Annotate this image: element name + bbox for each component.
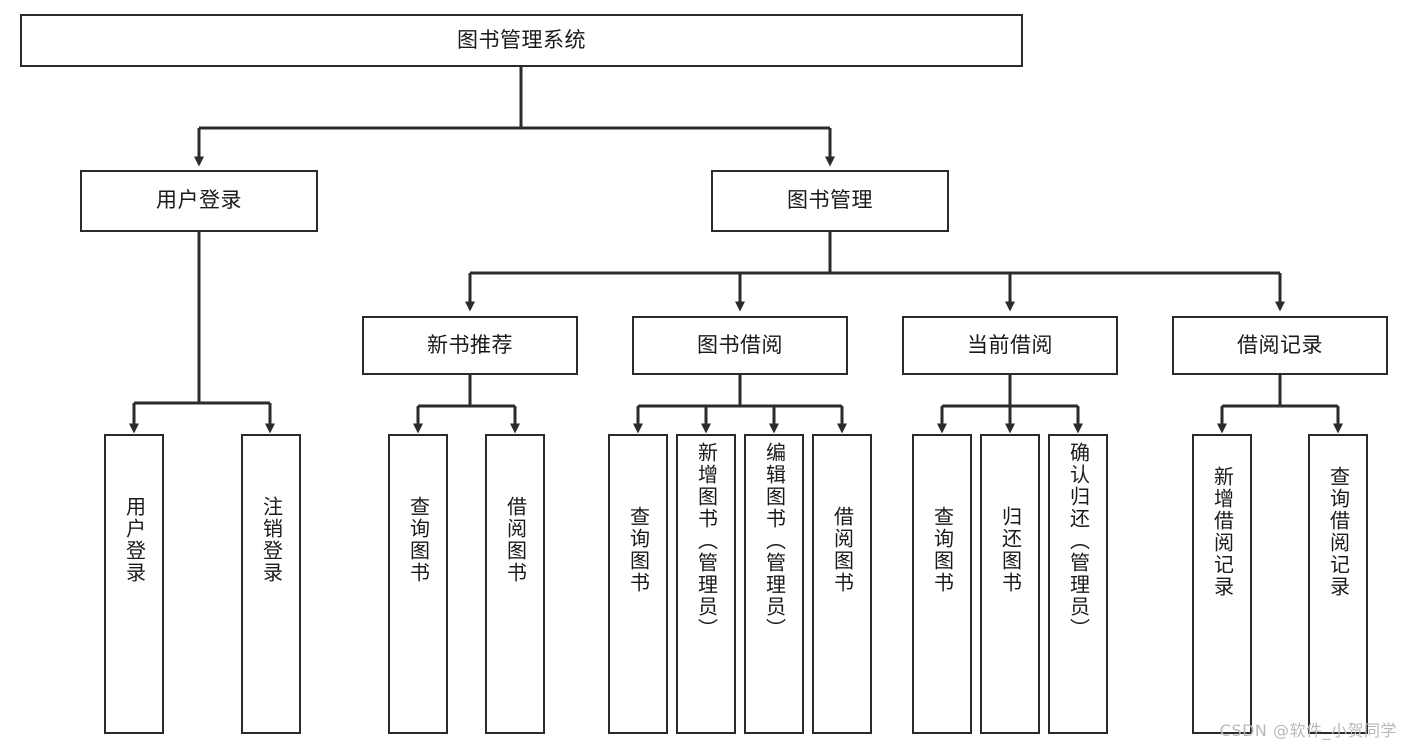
node-label: 编辑图书（管理员） — [762, 442, 787, 640]
node-label: 图书借阅 — [697, 332, 783, 357]
leaf-book-borrow-query-books[interactable]: 查询图书 — [608, 434, 668, 734]
leaf-book-borrow-borrow-books[interactable]: 借阅图书 — [812, 434, 872, 734]
node-borrow-record[interactable]: 借阅记录 — [1172, 316, 1388, 375]
node-book-management[interactable]: 图书管理 — [711, 170, 949, 232]
csdn-watermark: CSDN @软件_小贺同学 — [1219, 721, 1397, 740]
node-new-book-recommend[interactable]: 新书推荐 — [362, 316, 578, 375]
node-label: 借阅图书 — [830, 506, 855, 594]
node-current-borrow[interactable]: 当前借阅 — [902, 316, 1118, 375]
leaf-current-borrow-return-books[interactable]: 归还图书 — [980, 434, 1040, 734]
leaf-new-book-query-books[interactable]: 查询图书 — [388, 434, 448, 734]
leaf-book-borrow-edit-book-admin[interactable]: 编辑图书（管理员） — [744, 434, 804, 734]
leaf-new-book-borrow-books[interactable]: 借阅图书 — [485, 434, 545, 734]
leaf-user-login-login[interactable]: 用户登录 — [104, 434, 164, 734]
node-user-login[interactable]: 用户登录 — [80, 170, 318, 232]
node-label: 归还图书 — [998, 506, 1023, 594]
node-label: 新增借阅记录 — [1210, 466, 1235, 598]
leaf-current-borrow-confirm-return-admin[interactable]: 确认归还（管理员） — [1048, 434, 1108, 734]
node-book-borrow[interactable]: 图书借阅 — [632, 316, 848, 375]
node-label: 用户登录 — [122, 496, 147, 584]
node-label: 新书推荐 — [427, 332, 513, 357]
node-label: 查询图书 — [930, 506, 955, 594]
node-label: 注销登录 — [259, 496, 284, 584]
node-root-book-management-system[interactable]: 图书管理系统 — [20, 14, 1023, 67]
node-label: 查询借阅记录 — [1326, 466, 1351, 598]
node-label: 借阅记录 — [1237, 332, 1323, 357]
node-label: 图书管理 — [787, 188, 873, 213]
node-label: 新增图书（管理员） — [694, 442, 719, 640]
leaf-current-borrow-query-books[interactable]: 查询图书 — [912, 434, 972, 734]
leaf-user-login-logout[interactable]: 注销登录 — [241, 434, 301, 734]
node-label: 当前借阅 — [967, 332, 1053, 357]
leaf-borrow-record-add-record[interactable]: 新增借阅记录 — [1192, 434, 1252, 734]
node-label: 用户登录 — [156, 188, 242, 213]
node-label: 图书管理系统 — [457, 27, 586, 52]
leaf-book-borrow-add-book-admin[interactable]: 新增图书（管理员） — [676, 434, 736, 734]
node-label: 查询图书 — [626, 506, 651, 594]
node-label: 确认归还（管理员） — [1066, 442, 1091, 640]
node-label: 查询图书 — [406, 496, 431, 584]
leaf-borrow-record-query-record[interactable]: 查询借阅记录 — [1308, 434, 1368, 734]
node-label: 借阅图书 — [503, 496, 528, 584]
